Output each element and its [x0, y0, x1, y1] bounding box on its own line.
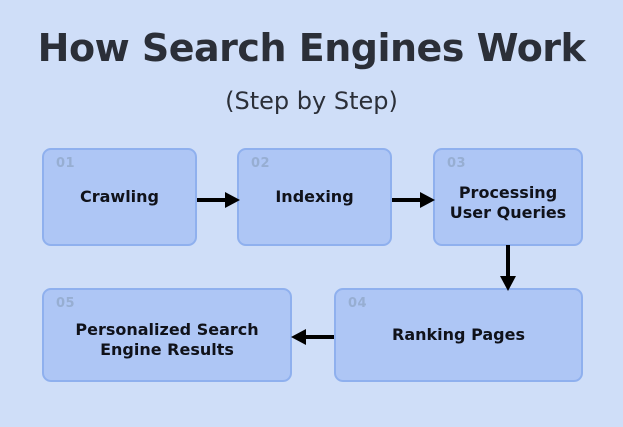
step-number-04: 04 [348, 296, 368, 311]
step-number-05: 05 [56, 296, 76, 311]
step-label-03: Processing User Queries [435, 150, 581, 244]
step-label-05-line1: Personalized Search [75, 320, 259, 340]
step-label-03-line2: User Queries [449, 203, 567, 222]
arrow-down-processing-to-ranking [500, 245, 516, 291]
step-number-02: 02 [251, 156, 271, 171]
step-label-01: Crawling [79, 187, 160, 207]
arrow-right-indexing-to-processing [392, 192, 435, 208]
arrow-right-crawling-to-indexing [197, 192, 240, 208]
step-number-03: 03 [447, 156, 467, 171]
step-box-crawling[interactable]: 01 Crawling [42, 148, 197, 246]
step-label-05: Personalized Search Engine Results [44, 290, 290, 380]
arrow-left-ranking-to-personalized-results [291, 329, 334, 345]
step-label-03-line1: Processing [458, 183, 558, 203]
step-label-05-line2: Engine Results [100, 340, 234, 359]
step-box-processing-user-queries[interactable]: 03 Processing User Queries [433, 148, 583, 246]
page-subtitle: (Step by Step) [225, 87, 398, 115]
step-box-personalized-search-engine-results[interactable]: 05 Personalized Search Engine Results [42, 288, 292, 382]
step-label-02: Indexing [275, 187, 354, 207]
step-label-04: Ranking Pages [392, 325, 525, 345]
step-box-indexing[interactable]: 02 Indexing [237, 148, 392, 246]
step-box-ranking-pages[interactable]: 04 Ranking Pages [334, 288, 583, 382]
page-title: How Search Engines Work [37, 26, 586, 70]
step-number-01: 01 [56, 156, 76, 171]
